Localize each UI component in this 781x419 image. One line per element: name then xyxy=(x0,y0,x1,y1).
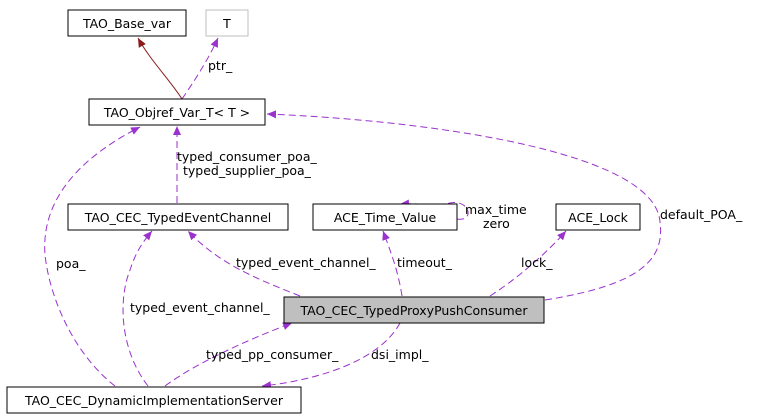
edge-label-poa: poa_ xyxy=(56,256,86,271)
node-typed-proxy-push-consumer-label: TAO_CEC_TypedProxyPushConsumer xyxy=(300,303,529,318)
node-t[interactable]: T xyxy=(205,9,249,37)
node-objref-var-label: TAO_Objref_Var_T< T > xyxy=(103,105,250,120)
node-typed-event-channel-label: TAO_CEC_TypedEventChannel xyxy=(84,210,271,225)
edge-label-typed-event-channel-consumer: typed_event_channel_ xyxy=(236,255,376,270)
edge-label-typed-pp-consumer: typed_pp_consumer_ xyxy=(206,347,339,362)
node-t-label: T xyxy=(222,16,231,31)
node-tao-base-var-label: TAO_Base_var xyxy=(82,16,172,31)
edge-objref-to-base-var xyxy=(137,37,183,100)
edge-server-to-consumer xyxy=(164,322,293,387)
edge-label-default-poa: default_POA_ xyxy=(660,207,743,222)
edge-label-dsi-impl: dsi_impl_ xyxy=(371,347,429,362)
edge-consumer-to-channel xyxy=(187,230,301,297)
edges xyxy=(44,37,662,390)
node-typed-event-channel[interactable]: TAO_CEC_TypedEventChannel xyxy=(67,203,289,231)
edge-label-typed-supplier-poa: typed_supplier_poa_ xyxy=(183,163,312,178)
node-ace-time-value[interactable]: ACE_Time_Value xyxy=(312,203,458,231)
edge-label-lock: lock_ xyxy=(521,255,553,270)
edge-label-typed-consumer-poa: typed_consumer_poa_ xyxy=(177,149,317,164)
edge-label-zero: zero xyxy=(483,216,510,231)
node-typed-proxy-push-consumer[interactable]: TAO_CEC_TypedProxyPushConsumer xyxy=(283,296,545,324)
edge-objref-to-t xyxy=(181,37,219,100)
edge-label-ptr: ptr_ xyxy=(208,58,233,73)
edge-label-timeout: timeout_ xyxy=(397,255,453,270)
edge-server-to-objref xyxy=(44,126,141,387)
edge-label-typed-event-channel-server: typed_event_channel_ xyxy=(130,300,270,315)
edge-consumer-to-server xyxy=(261,322,401,390)
edge-consumer-to-time-value xyxy=(382,230,403,297)
node-ace-lock-label: ACE_Lock xyxy=(568,210,628,225)
node-dynamic-implementation-server[interactable]: TAO_CEC_DynamicImplementationServer xyxy=(6,386,302,414)
node-ace-time-value-label: ACE_Time_Value xyxy=(334,210,437,225)
node-dynamic-implementation-server-label: TAO_CEC_DynamicImplementationServer xyxy=(24,393,284,408)
node-objref-var[interactable]: TAO_Objref_Var_T< T > xyxy=(88,98,266,126)
edge-consumer-to-lock xyxy=(489,230,567,297)
node-tao-base-var[interactable]: TAO_Base_var xyxy=(67,9,187,37)
edge-server-to-channel xyxy=(122,230,153,387)
node-ace-lock[interactable]: ACE_Lock xyxy=(555,203,641,231)
edge-label-max-time: max_time xyxy=(465,202,527,217)
edge-labels: ptr_ typed_consumer_poa_ typed_supplier_… xyxy=(56,58,743,362)
